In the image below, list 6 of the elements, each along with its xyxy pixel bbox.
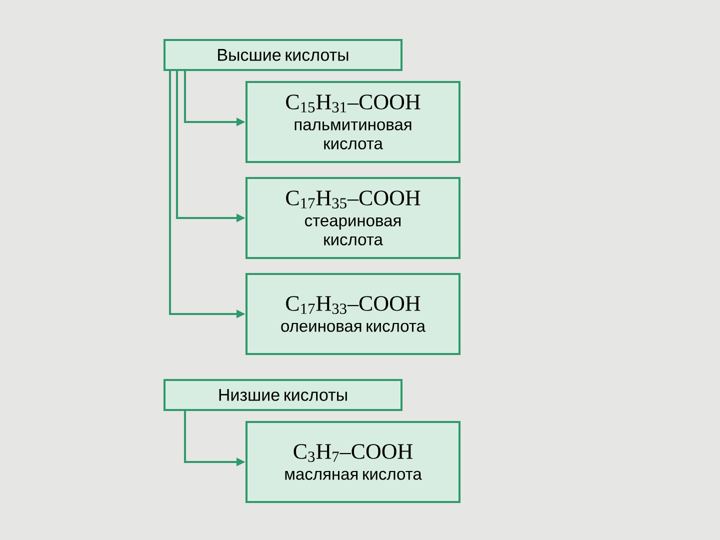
acid-box: C$_{15}$H$_{31}$–COOH пальмитиновая кислота [246, 81, 460, 163]
acid-box: C$_{3}$H$_{7}$–COOH масляная кислота [246, 421, 460, 503]
group-box: Низшие кислоты [164, 379, 402, 411]
acid-box: C$_{17}$H$_{33}$–COOH олеиновая кислота [246, 273, 460, 355]
acid-box: C$_{17}$H$_{35}$–COOH стеариновая кислота [246, 177, 460, 259]
group-box: Высшие кислоты [164, 39, 402, 71]
